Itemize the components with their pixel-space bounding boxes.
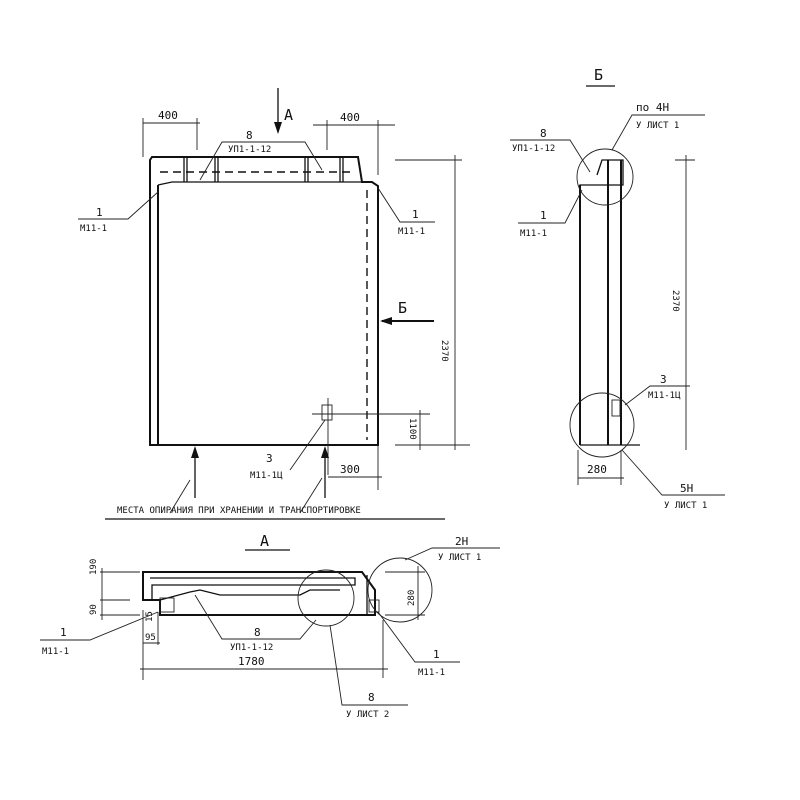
callout-3-ref: М11-1Ц — [250, 471, 283, 481]
callout-left-1-ref: М11-1 — [80, 224, 107, 234]
callout-right-1-ref: М11-1 — [398, 227, 425, 237]
side-callout-8-ref: УП1-1-12 — [512, 144, 555, 154]
callout-4-ref: У ЛИСТ 1 — [636, 121, 679, 131]
dim-height-label: 2370 — [439, 340, 449, 362]
dim-400-right-label: 400 — [340, 111, 360, 124]
side-callout-5-num: 5Н — [680, 482, 693, 495]
panel-top-edge — [157, 181, 362, 186]
detail-circle — [297, 569, 355, 627]
dim-95: 95 — [145, 633, 156, 643]
plan-callout-right-1-ref: М11-1 — [418, 668, 445, 678]
loop-marks — [183, 157, 344, 182]
callout-8-num: 8 — [246, 129, 253, 142]
plan-callout-2-ref: У ЛИСТ 1 — [438, 553, 481, 563]
plan-callout-8-ref-code: УП1-1-12 — [230, 643, 273, 653]
callout-left-1-num: 1 — [96, 206, 103, 219]
callout-8-ref: УП1-1-12 — [228, 145, 271, 155]
dim-1100-label: 1100 — [407, 418, 417, 440]
plan-callout-8-sheet-num-visible: 8 — [368, 691, 375, 704]
dim-400-left-label: 400 — [158, 109, 178, 122]
side-callout-1-ref: М11-1 — [520, 229, 547, 239]
dim-190: 190 — [89, 559, 99, 575]
dim-400-right — [313, 120, 395, 175]
callout-right-1-num: 1 — [412, 208, 419, 221]
side-callout-3-ref: М11-1Ц — [648, 391, 681, 401]
plan-view: А 190 90 15 95 1780 280 2Н У ЛИСТ 1 1 М1… — [40, 532, 500, 720]
plan-callout-left-1-num: 1 — [60, 626, 67, 639]
side-callout-3-num: 3 — [660, 373, 667, 386]
plan-callout-8-num: 8 — [254, 626, 261, 639]
support-note: МЕСТА ОПИРАНИЯ ПРИ ХРАНЕНИИ И ТРАНСПОРТИ… — [117, 506, 361, 516]
plan-callout-right-1-num: 1 — [433, 648, 440, 661]
side-dim-height: 2370 — [670, 290, 680, 312]
panel-outline — [149, 156, 379, 446]
support-arrow-icon — [191, 446, 199, 458]
arrow-head-icon — [274, 122, 282, 134]
support-arrow-icon — [321, 446, 329, 458]
embedded-plate — [159, 597, 175, 613]
callout-3-num: 3 — [266, 452, 273, 465]
dim-400-left — [142, 118, 200, 157]
dim-90: 90 — [89, 604, 99, 615]
detail-circle — [569, 392, 635, 458]
callout-4-num: по 4Н — [636, 101, 669, 114]
dim-300-label: 300 — [340, 463, 360, 476]
plan-callout-left-1-ref: М11-1 — [42, 647, 69, 657]
side-callout-1-num: 1 — [540, 209, 547, 222]
plan-callout-8-sheet-ref: У ЛИСТ 2 — [346, 710, 389, 720]
side-dim-width: 280 — [587, 463, 607, 476]
plan-callout-2-num: 2Н — [455, 535, 468, 548]
dim-15: 15 — [145, 611, 155, 622]
side-callout-5-ref: У ЛИСТ 1 — [664, 501, 707, 511]
side-view: Б по 4Н У ЛИСТ 1 8 УП1-1-12 1 М11-1 3 М1… — [510, 66, 725, 511]
plan-dim-280: 280 — [407, 590, 417, 606]
arrow-head-icon — [380, 317, 392, 325]
detail-circle — [576, 148, 634, 206]
dim-height — [395, 155, 470, 450]
front-view: 400 400 А 8 УП1-1-12 1 М11-1 1 М11-1 237… — [78, 88, 470, 520]
side-callout-8-num: 8 — [540, 127, 547, 140]
section-b-label: Б — [398, 299, 407, 317]
dim-1780: 1780 — [238, 655, 265, 668]
side-view-title: Б — [594, 66, 603, 84]
embedded-plate — [321, 404, 333, 421]
plan-view-title: А — [260, 532, 269, 550]
section-a-label: А — [284, 106, 293, 124]
embedded-plate — [368, 599, 380, 613]
detail-circle — [367, 557, 433, 623]
